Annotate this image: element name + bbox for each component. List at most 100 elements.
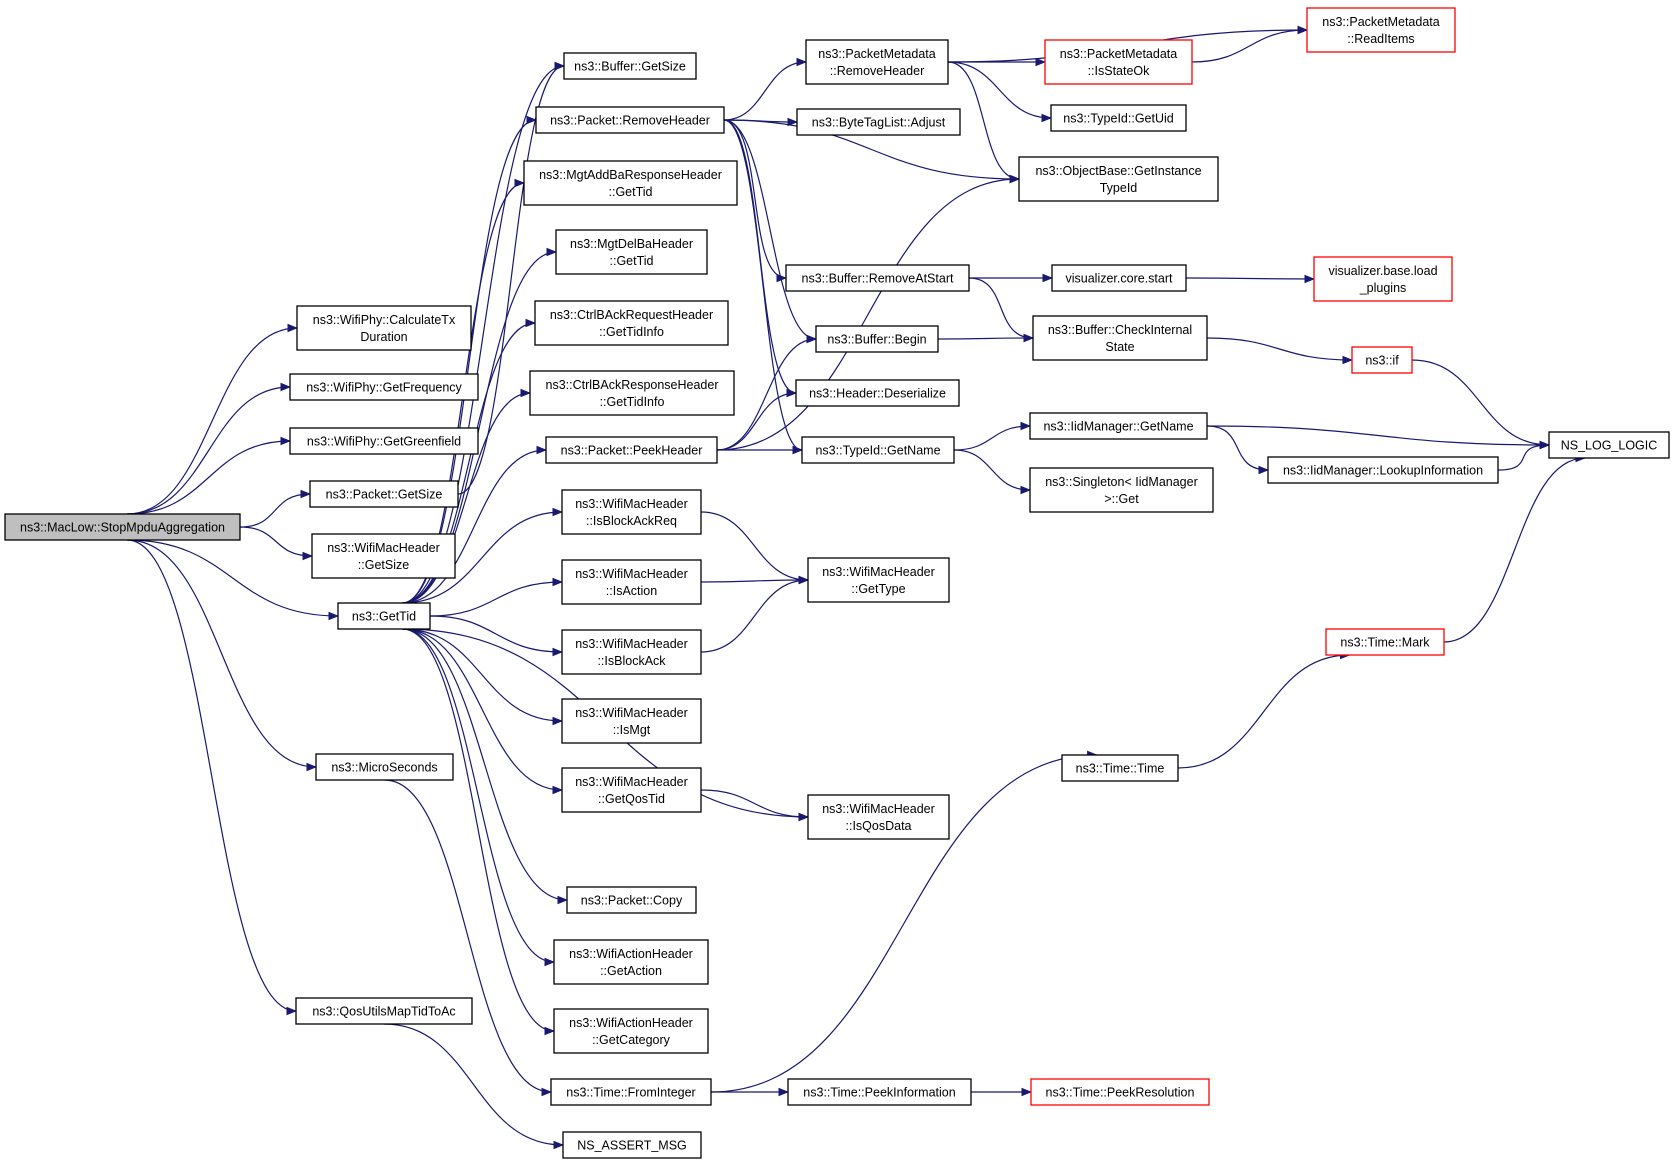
edge-checkint-to-if (1206, 337, 1354, 365)
node-label: ns3::WifiMacHeader (822, 802, 935, 816)
node-label: ns3::TypeId::GetUid (1063, 112, 1174, 126)
node-box (561, 559, 702, 605)
node-delba[interactable]: ns3::MgtDelBaHeader::GetTid (555, 229, 708, 275)
node-vbload[interactable]: visualizer.base.load_plugins (1313, 256, 1453, 302)
node-remstart[interactable]: ns3::Buffer::RemoveAtStart (785, 264, 970, 292)
node-micro[interactable]: ns3::MicroSeconds (315, 753, 454, 781)
node-box (1351, 346, 1413, 374)
edge-root-to-getgreen (127, 436, 292, 515)
node-root[interactable]: ns3::MacLow::StopMpduAggregation (4, 513, 241, 541)
node-label: ns3::WifiMacHeader (575, 637, 688, 651)
node-fromint[interactable]: ns3::Time::FromInteger (550, 1078, 712, 1106)
node-getgreen[interactable]: ns3::WifiPhy::GetGreenfield (289, 427, 479, 455)
node-box (815, 325, 939, 353)
node-gettid[interactable]: ns3::GetTid (337, 602, 431, 630)
edge-pmrem-to-getuid (947, 61, 1053, 123)
node-label: ::IsAction (606, 584, 657, 598)
node-adjust[interactable]: ns3::ByteTagList::Adjust (796, 108, 961, 136)
edge-gettid-to-getcat (402, 628, 556, 1036)
node-deser[interactable]: ns3::Header::Deserialize (795, 379, 960, 407)
edge-gettid-to-pktcopy (402, 628, 569, 905)
edge-pktsize-to-bufsize (457, 61, 566, 495)
node-label: ns3::WifiMacHeader (575, 497, 688, 511)
node-box (561, 489, 702, 535)
node-box (1313, 256, 1453, 302)
node-isstateok[interactable]: ns3::PacketMetadata::IsStateOk (1044, 39, 1193, 85)
node-isqos[interactable]: ns3::WifiMacHeader::IsQosData (807, 794, 950, 840)
edge-root-to-gettid (127, 539, 340, 621)
node-label: ns3::GetTid (352, 610, 416, 624)
node-pktcopy[interactable]: ns3::Packet::Copy (566, 886, 697, 914)
node-isaction[interactable]: ns3::WifiMacHeader::IsAction (561, 559, 702, 605)
node-label: ns3::MacLow::StopMpduAggregation (20, 521, 225, 535)
node-bufsize[interactable]: ns3::Buffer::GetSize (563, 52, 697, 80)
node-label: NS_ASSERT_MSG (577, 1139, 687, 1153)
node-pktpeek[interactable]: ns3::Packet::PeekHeader (545, 436, 718, 464)
edge-root-to-wmhsize (239, 526, 314, 561)
node-box (523, 160, 738, 206)
node-label: >::Get (1104, 492, 1139, 506)
node-vcstart[interactable]: visualizer.core.start (1051, 264, 1187, 292)
node-peekinfo[interactable]: ns3::Time::PeekInformation (787, 1078, 972, 1106)
node-lookup[interactable]: ns3::IidManager::LookupInformation (1267, 456, 1499, 484)
node-if[interactable]: ns3::if (1351, 346, 1413, 374)
node-wmhsize[interactable]: ns3::WifiMacHeader::GetSize (311, 533, 456, 579)
node-pktrem[interactable]: ns3::Packet::RemoveHeader (535, 106, 725, 134)
node-label: ns3::IidManager::LookupInformation (1283, 464, 1483, 478)
node-box (309, 480, 459, 508)
edge-timetime-to-mark (1177, 650, 1351, 769)
node-begin[interactable]: ns3::Buffer::Begin (815, 325, 939, 353)
edge-pktrem-to-getinst (723, 119, 1021, 184)
node-nslog[interactable]: NS_LOG_LOGIC (1548, 431, 1670, 459)
node-getcat[interactable]: ns3::WifiActionHeader::GetCategory (553, 1008, 709, 1054)
node-label: ::ReadItems (1347, 32, 1414, 46)
node-label: ns3::MgtDelBaHeader (570, 237, 693, 251)
node-assert[interactable]: NS_ASSERT_MSG (562, 1131, 702, 1159)
edge-gettid-to-getaction (402, 628, 556, 967)
node-label: State (1105, 340, 1134, 354)
edge-getqostid-to-isqos (700, 789, 810, 822)
node-label: ns3::Buffer::CheckInternal (1048, 323, 1192, 337)
node-singleton[interactable]: ns3::Singleton< IidManager>::Get (1029, 467, 1214, 513)
node-getaction[interactable]: ns3::WifiActionHeader::GetAction (553, 939, 709, 985)
node-iidname[interactable]: ns3::IidManager::GetName (1029, 412, 1208, 440)
node-mark[interactable]: ns3::Time::Mark (1325, 628, 1445, 656)
node-ctrlresp[interactable]: ns3::CtrlBAckResponseHeader::GetTidInfo (529, 370, 735, 416)
edge-root-to-qosmap (127, 539, 298, 1016)
node-box (315, 753, 454, 781)
edge-gettid-to-pktrem (402, 115, 538, 604)
edges-layer (127, 25, 1587, 1150)
node-ismgt[interactable]: ns3::WifiMacHeader::IsMgt (561, 698, 702, 744)
node-label: ns3::IidManager::GetName (1043, 420, 1193, 434)
node-qosmap[interactable]: ns3::QosUtilsMapTidToAc (295, 997, 473, 1025)
node-getuid[interactable]: ns3::TypeId::GetUid (1050, 104, 1187, 132)
node-pmrem[interactable]: ns3::PacketMetadata::RemoveHeader (805, 39, 949, 85)
node-label: ns3::Header::Deserialize (809, 387, 946, 401)
node-tidname[interactable]: ns3::TypeId::GetName (801, 436, 955, 464)
node-readitems[interactable]: ns3::PacketMetadata::ReadItems (1306, 7, 1456, 53)
node-getqostid[interactable]: ns3::WifiMacHeader::GetQosTid (561, 767, 702, 813)
node-ctrlreq[interactable]: ns3::CtrlBAckRequestHeader::GetTidInfo (534, 300, 729, 346)
node-box (1044, 39, 1193, 85)
node-label: ns3::WifiPhy::GetGreenfield (307, 435, 461, 449)
node-getfreq[interactable]: ns3::WifiPhy::GetFrequency (289, 373, 479, 401)
node-timetime[interactable]: ns3::Time::Time (1061, 754, 1179, 782)
node-box (805, 39, 949, 85)
node-box (296, 305, 472, 351)
node-label: ns3::WifiMacHeader (575, 775, 688, 789)
node-label: ns3::CtrlBAckResponseHeader (546, 378, 719, 392)
node-box (1018, 156, 1219, 202)
node-addba[interactable]: ns3::MgtAddBaResponseHeader::GetTid (523, 160, 738, 206)
edge-lookup-to-nslog (1497, 440, 1551, 471)
node-isbar[interactable]: ns3::WifiMacHeader::IsBlockAckReq (561, 489, 702, 535)
edge-gettid-to-pktpeek (402, 445, 548, 604)
node-box (1267, 456, 1499, 484)
node-isba[interactable]: ns3::WifiMacHeader::IsBlockAck (561, 629, 702, 675)
node-peekres[interactable]: ns3::Time::PeekResolution (1030, 1078, 1210, 1106)
edge-gettid-to-ismgt (402, 628, 564, 726)
node-pktsize[interactable]: ns3::Packet::GetSize (309, 480, 459, 508)
node-gettype[interactable]: ns3::WifiMacHeader::GetType (807, 557, 950, 603)
